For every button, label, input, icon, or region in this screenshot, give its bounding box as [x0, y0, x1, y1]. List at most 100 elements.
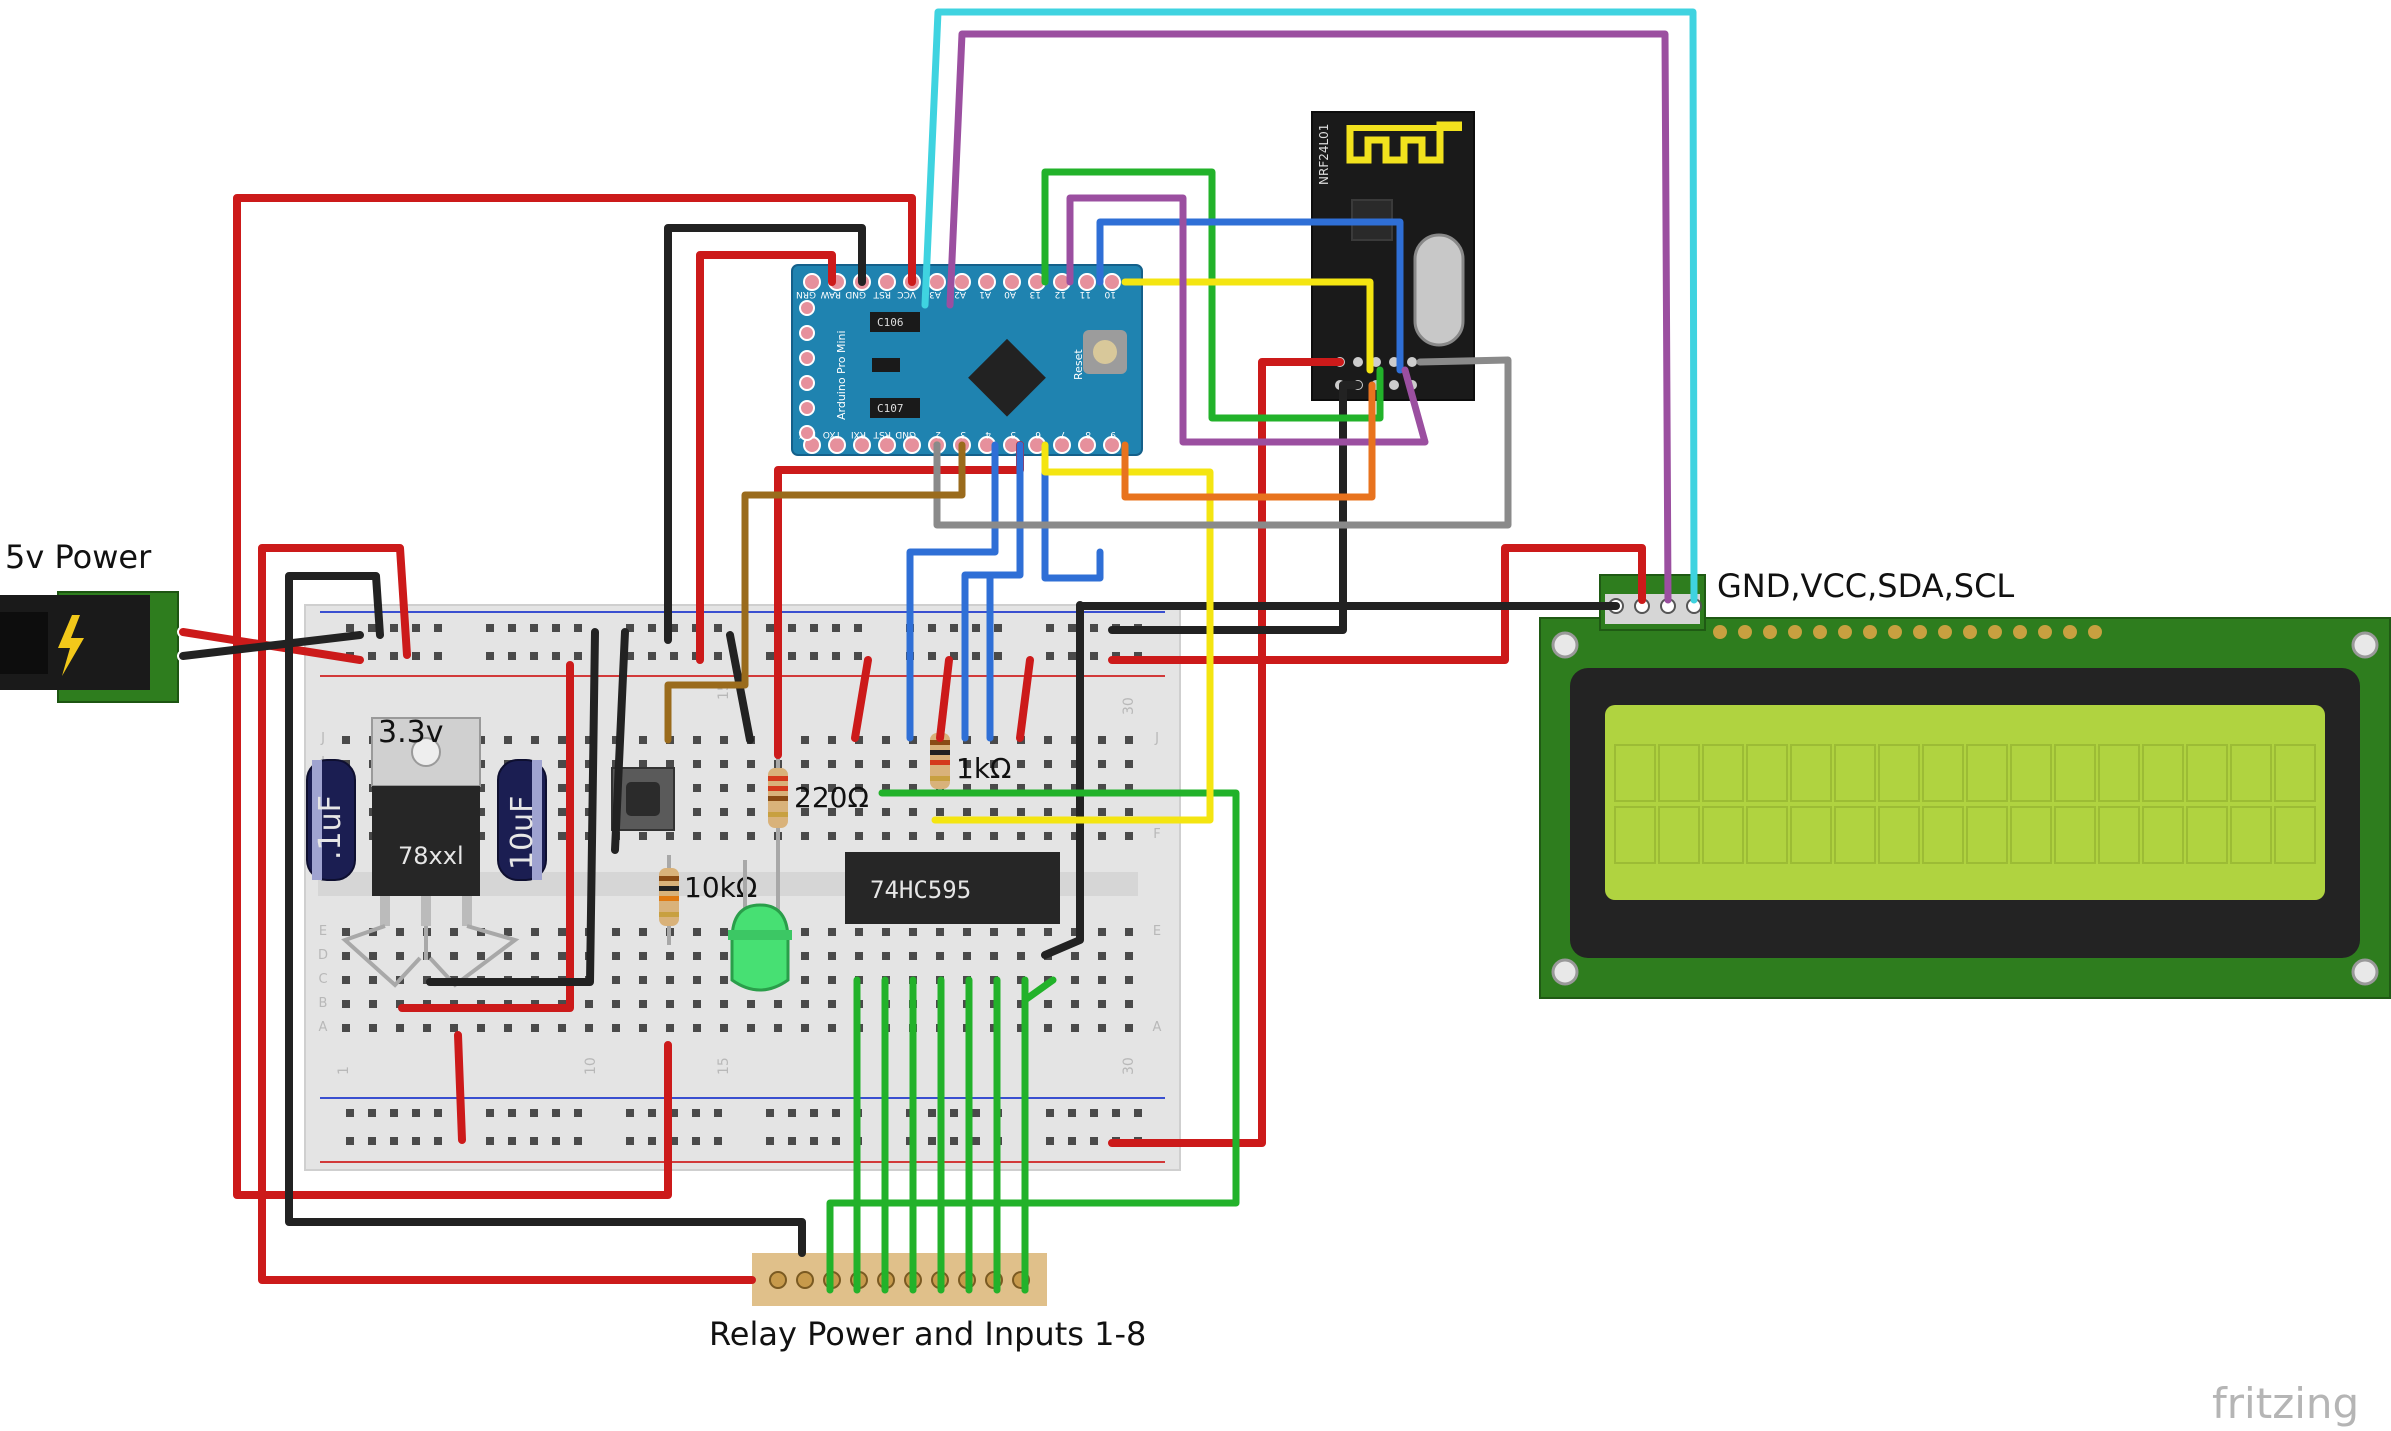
bb-hole — [504, 928, 512, 936]
bb-hole — [666, 832, 674, 840]
bb-hole — [666, 1000, 674, 1008]
rail-hole — [972, 1137, 980, 1145]
bb-hole — [1071, 1024, 1079, 1032]
arduino-pin — [1003, 273, 1021, 291]
lcd-cell — [1878, 806, 1920, 864]
rail-hole — [1046, 652, 1054, 660]
bb-hole — [1125, 760, 1133, 768]
bb-hole — [936, 832, 944, 840]
rail-hole — [810, 1109, 818, 1117]
lcd-cell — [2142, 806, 2184, 864]
lcd-cell — [1834, 744, 1876, 802]
lcd-cell — [2142, 744, 2184, 802]
rail-hole — [574, 1109, 582, 1117]
bb-hole — [720, 928, 728, 936]
lcd-cell — [1658, 806, 1700, 864]
green-led — [728, 845, 792, 992]
bb-hole — [531, 736, 539, 744]
lcd-cell — [1922, 806, 1964, 864]
rail-hole — [950, 1109, 958, 1117]
arduino-pin — [853, 436, 871, 454]
lcd-cell — [2054, 744, 2096, 802]
nrf-module-label: NRF24L01 — [1317, 124, 1331, 185]
rail-hole — [1068, 624, 1076, 632]
bb-hole — [828, 1000, 836, 1008]
bb-hole — [909, 808, 917, 816]
bb-hole — [828, 1024, 836, 1032]
bb-hole — [828, 832, 836, 840]
bb-hole — [909, 760, 917, 768]
arduino-pin — [903, 436, 921, 454]
rail-hole — [648, 1109, 656, 1117]
bb-hole — [1125, 784, 1133, 792]
cap-large-label: 10uF — [505, 796, 540, 870]
bb-hole — [1098, 952, 1106, 960]
bb-hole — [585, 736, 593, 744]
lcd-character-grid — [1614, 744, 2316, 864]
bb-hole — [855, 832, 863, 840]
bb-hole — [639, 736, 647, 744]
wire-brown-d2 — [664, 441, 966, 744]
bb-hole — [558, 808, 566, 816]
lcd-cell — [1790, 744, 1832, 802]
rail-hole — [994, 624, 1002, 632]
bb-hole — [639, 1024, 647, 1032]
bb-hole — [1044, 784, 1052, 792]
rail-hole — [552, 1109, 560, 1117]
bb-hole — [558, 760, 566, 768]
wire-red-lcd-vcc — [1108, 544, 1646, 664]
arduino-pin — [928, 273, 946, 291]
bb-hole — [1017, 832, 1025, 840]
bb-hole — [936, 808, 944, 816]
lcd-cell — [2010, 806, 2052, 864]
rail-hole — [530, 652, 538, 660]
rail-hole — [766, 652, 774, 660]
rail-hole — [692, 1137, 700, 1145]
bb-hole — [1071, 832, 1079, 840]
rail-hole — [574, 624, 582, 632]
arduino-pin — [953, 273, 971, 291]
bb-hole — [909, 736, 917, 744]
rail-hole — [412, 1137, 420, 1145]
bb-hole — [396, 928, 404, 936]
wire-black-gnd-top — [664, 224, 866, 644]
arduino-pin-label: RST — [873, 429, 891, 439]
bb-hole — [720, 808, 728, 816]
rail-hole — [972, 624, 980, 632]
bb-hole — [882, 808, 890, 816]
bb-hole — [828, 760, 836, 768]
bb-hole — [585, 1024, 593, 1032]
bb-hole — [1071, 784, 1079, 792]
bb-hole — [1125, 976, 1133, 984]
bb-hole — [342, 1000, 350, 1008]
arduino-pin-label: A3 — [929, 289, 941, 299]
bb-hole — [720, 1024, 728, 1032]
rail-hole — [1112, 1109, 1120, 1117]
bb-hole — [477, 784, 485, 792]
bb-hole — [342, 736, 350, 744]
bb-hole — [558, 928, 566, 936]
lcd-header-pins — [1713, 625, 2102, 639]
bb-hole — [747, 808, 755, 816]
rail-hole — [346, 624, 354, 632]
wires — [179, 8, 1698, 1294]
bb-hole — [1071, 976, 1079, 984]
bb-hole — [1017, 928, 1025, 936]
bb-hole — [801, 1024, 809, 1032]
rail-hole — [1090, 652, 1098, 660]
lcd-cell — [2186, 806, 2228, 864]
arduino-pin — [799, 300, 815, 316]
lcd-cell — [1922, 744, 1964, 802]
lcd-cell — [1614, 744, 1656, 802]
arduino-chip-c106-top: C106 — [877, 316, 904, 329]
arduino-pin — [1103, 273, 1121, 291]
wire-green-relay-8 — [1021, 976, 1057, 1294]
rail-hole — [390, 1137, 398, 1145]
capacitor-large: 10uF — [497, 759, 547, 881]
wire-yellow-d6 — [931, 441, 1214, 824]
bb-hole — [1125, 736, 1133, 744]
bb-hole — [801, 928, 809, 936]
lcd-cell — [2230, 806, 2272, 864]
bb-row-j-right: J — [1154, 731, 1159, 746]
